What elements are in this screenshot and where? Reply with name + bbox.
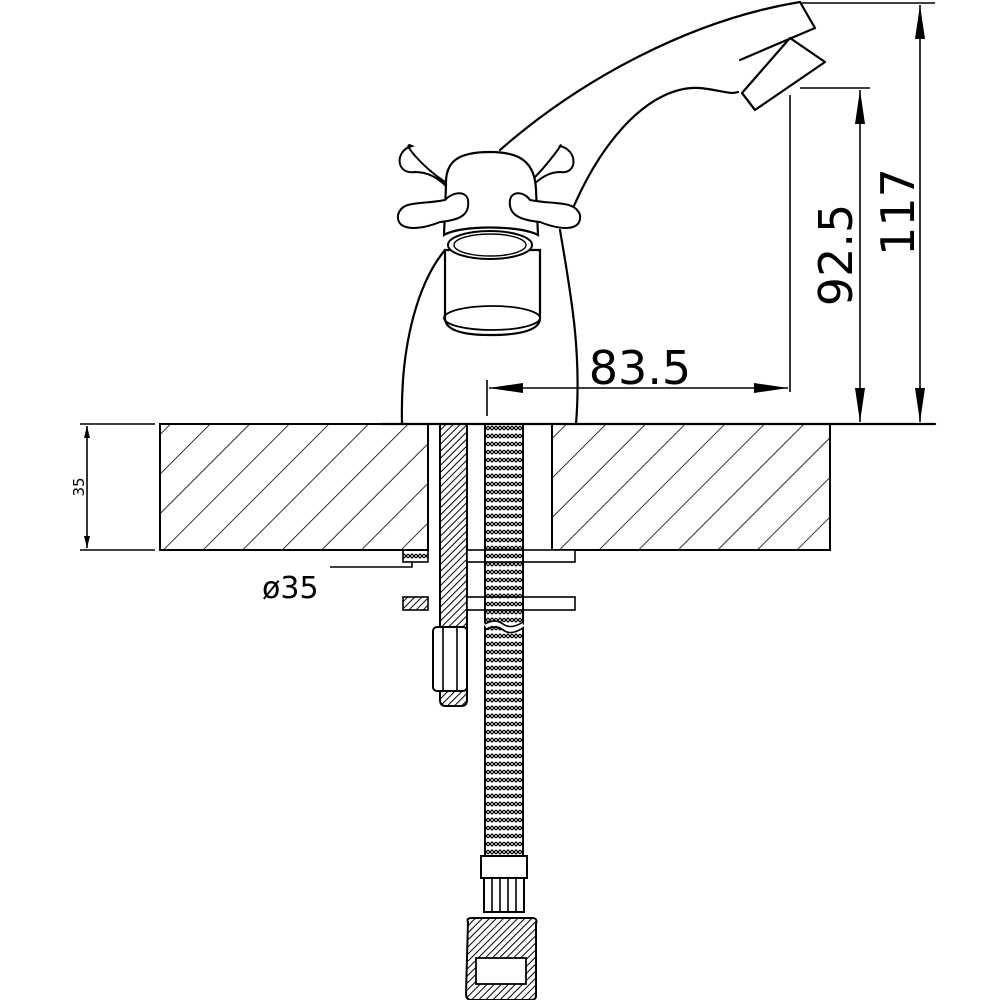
hole-diameter-label: ø35 <box>262 571 319 606</box>
thickness-dimension: 35 <box>70 423 155 551</box>
hole-diameter-dimension: ø35 <box>262 562 413 606</box>
faucet-body <box>400 0 827 426</box>
braided-hose <box>464 423 538 1000</box>
reach-label: 83.5 <box>589 341 691 395</box>
total-height-label: 117 <box>871 168 925 256</box>
cross-handle <box>396 144 582 337</box>
thickness-label: 35 <box>70 477 88 496</box>
reach-dimension: 83.5 <box>486 341 788 416</box>
spout-height-label: 92.5 <box>809 204 863 306</box>
total-height-dimension: 117 <box>800 2 935 422</box>
countertop-section <box>159 422 937 551</box>
spout-height-dimension: 92.5 <box>789 87 870 422</box>
